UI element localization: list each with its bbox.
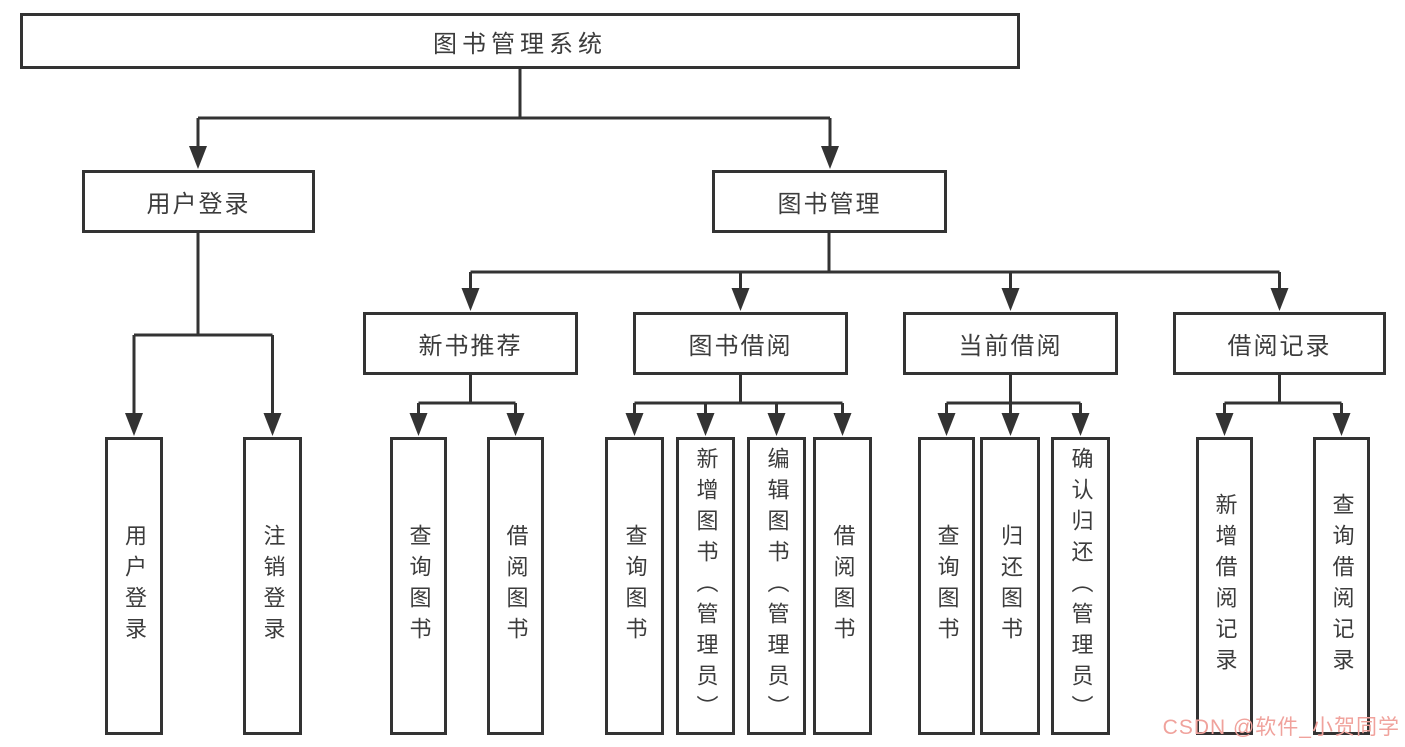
node-label: 归还图书 bbox=[998, 524, 1023, 648]
node-label: 当前借阅 bbox=[958, 333, 1063, 360]
node-label: 图书借阅 bbox=[688, 333, 793, 360]
node-label: 用户登录 bbox=[146, 191, 251, 218]
node-leaf-confirm-return-admin: 确认归还（管理员） bbox=[1051, 437, 1110, 735]
watermark: CSDN @软件_小贺同学 bbox=[1162, 716, 1400, 739]
node-book-management: 图书管理 bbox=[712, 170, 947, 233]
node-label: 借阅图书 bbox=[503, 524, 529, 648]
node-label: 注销登录 bbox=[260, 524, 286, 648]
node-new-book-recommendation: 新书推荐 bbox=[363, 312, 578, 375]
node-library-management-system: 图书管理系统 bbox=[20, 13, 1020, 69]
node-leaf-query-borrow-record: 查询借阅记录 bbox=[1313, 437, 1370, 735]
node-current-borrowing: 当前借阅 bbox=[903, 312, 1118, 375]
node-leaf-return-books: 归还图书 bbox=[980, 437, 1040, 735]
node-leaf-edit-books-admin: 编辑图书（管理员） bbox=[747, 437, 806, 735]
node-label: 图书管理系统 bbox=[433, 30, 607, 58]
node-leaf-query-books-borrowing: 查询图书 bbox=[605, 437, 664, 735]
node-book-borrowing: 图书借阅 bbox=[633, 312, 848, 375]
node-label: 借阅图书 bbox=[830, 524, 856, 648]
node-label: 查询图书 bbox=[622, 524, 648, 648]
node-user-login: 用户登录 bbox=[82, 170, 315, 233]
node-label: 借阅记录 bbox=[1227, 333, 1332, 360]
node-leaf-query-books-recommend: 查询图书 bbox=[390, 437, 447, 735]
node-label: 确认归还（管理员） bbox=[1068, 446, 1094, 726]
node-leaf-user-login: 用户登录 bbox=[105, 437, 163, 735]
node-label: 新书推荐 bbox=[418, 333, 523, 360]
node-label: 新增图书（管理员） bbox=[693, 446, 719, 726]
node-label: 查询图书 bbox=[406, 524, 432, 648]
node-leaf-logout: 注销登录 bbox=[243, 437, 302, 735]
node-leaf-borrow-books-borrowing: 借阅图书 bbox=[813, 437, 872, 735]
node-label: 用户登录 bbox=[122, 524, 147, 648]
arrowhead-icons bbox=[125, 146, 1351, 436]
node-label: 查询图书 bbox=[934, 524, 960, 648]
node-label: 编辑图书（管理员） bbox=[764, 446, 790, 726]
node-label: 图书管理 bbox=[777, 191, 882, 218]
node-label: 查询借阅记录 bbox=[1329, 493, 1355, 679]
node-leaf-query-books-current: 查询图书 bbox=[918, 437, 975, 735]
node-leaf-add-books-admin: 新增图书（管理员） bbox=[676, 437, 735, 735]
node-label: 新增借阅记录 bbox=[1212, 493, 1238, 679]
node-leaf-borrow-books-recommend: 借阅图书 bbox=[487, 437, 544, 735]
node-borrowing-records: 借阅记录 bbox=[1173, 312, 1386, 375]
node-leaf-add-borrow-record: 新增借阅记录 bbox=[1196, 437, 1253, 735]
